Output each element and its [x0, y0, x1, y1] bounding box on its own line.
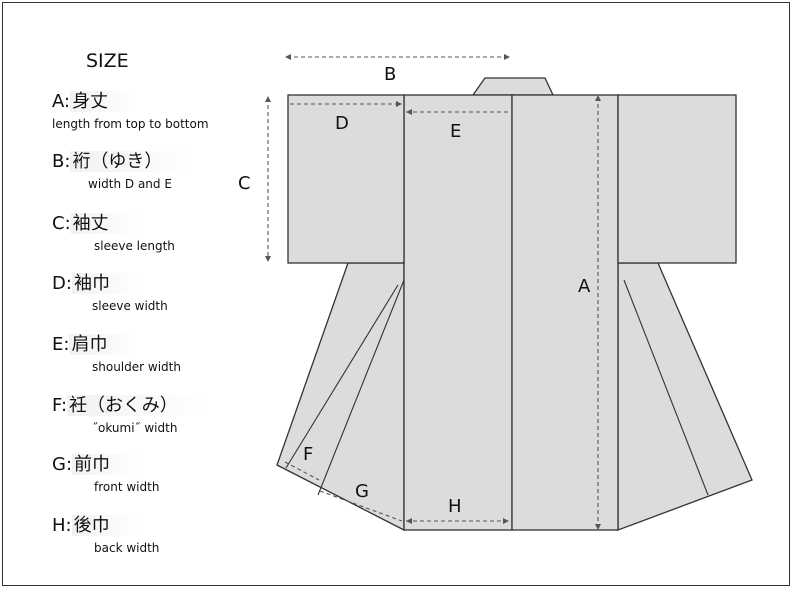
diagram-label-h: H [448, 496, 462, 517]
diagram-label-b: B [384, 64, 396, 85]
legend-jp: 袖巾 [71, 273, 140, 294]
legend-jp: 衽（おくみ） [67, 395, 208, 416]
legend-jp: 裄（ゆき） [70, 151, 193, 172]
legend-key: C [52, 213, 65, 234]
right-sleeve [617, 94, 737, 264]
legend-en: back width [94, 541, 160, 555]
diagram-label-e: E [450, 121, 461, 142]
measurement-lines [267, 56, 599, 528]
legend-key: D [52, 273, 66, 294]
diagram-label-a: A [578, 276, 591, 297]
diagram-label-g: G [355, 481, 369, 502]
diagram-label-c: C [238, 173, 251, 194]
legend-jp: 身丈 [70, 91, 139, 112]
arrowhead [595, 524, 601, 530]
legend-en: ˝okumi˝ width [92, 421, 178, 435]
left-sleeve [287, 94, 405, 264]
legend-en: front width [94, 480, 160, 494]
arrowhead [265, 96, 271, 102]
legend-jp: 前巾 [72, 454, 141, 475]
legend-en: width D and E [88, 177, 172, 191]
legend-en: length from top to bottom [52, 117, 209, 131]
diagram-label-f: F [303, 444, 313, 465]
arrowhead [503, 518, 509, 524]
body-right-panel [511, 94, 619, 531]
legend-key: E [52, 334, 64, 355]
legend-item-g: G:前巾 front width [52, 454, 160, 494]
arrowhead [595, 95, 601, 101]
body-left-panel [403, 94, 513, 531]
kimono-garment [276, 77, 753, 532]
arrowhead [396, 101, 402, 107]
measure-g [319, 490, 403, 522]
legend-key: H [52, 515, 66, 536]
legend-item-c: C:袖丈 sleeve length [52, 213, 175, 253]
legend-item-b: B:裄（ゆき） width D and E [52, 150, 193, 191]
arrowhead [504, 54, 510, 60]
left-front-panel [276, 262, 405, 532]
legend-jp: 後巾 [71, 515, 140, 536]
arrowhead [265, 256, 271, 262]
diagram-label-d: D [335, 113, 349, 134]
arrowhead [285, 54, 291, 60]
legend-item-e: E:肩巾 shoulder width [52, 334, 181, 374]
legend-key: B [52, 151, 65, 172]
legend-item-h: H:後巾 back width [52, 515, 160, 555]
legend-item-d: D:袖巾 sleeve width [52, 273, 168, 313]
legend-item-f: F:衽（おくみ） ˝okumi˝ width [52, 394, 208, 435]
okumi-edge-left [285, 284, 399, 469]
right-front-panel [617, 262, 753, 531]
arrowhead [406, 109, 412, 115]
arrowheads [265, 54, 601, 530]
legend-en: sleeve width [92, 299, 168, 313]
arrowhead [406, 518, 412, 524]
collar [471, 77, 555, 96]
legend-en: shoulder width [92, 360, 181, 374]
legend-jp: 肩巾 [69, 334, 138, 355]
legend-key: F [52, 395, 61, 416]
okumi-seam-right [623, 279, 709, 496]
size-title: SIZE [86, 50, 129, 72]
legend-en: sleeve length [94, 239, 175, 253]
legend-jp: 袖丈 [70, 213, 139, 234]
legend-key: A [52, 91, 64, 112]
legend-item-a: A:身丈 length from top to bottom [52, 91, 209, 131]
legend-key: G [52, 454, 66, 475]
okumi-seam-left [317, 279, 405, 496]
